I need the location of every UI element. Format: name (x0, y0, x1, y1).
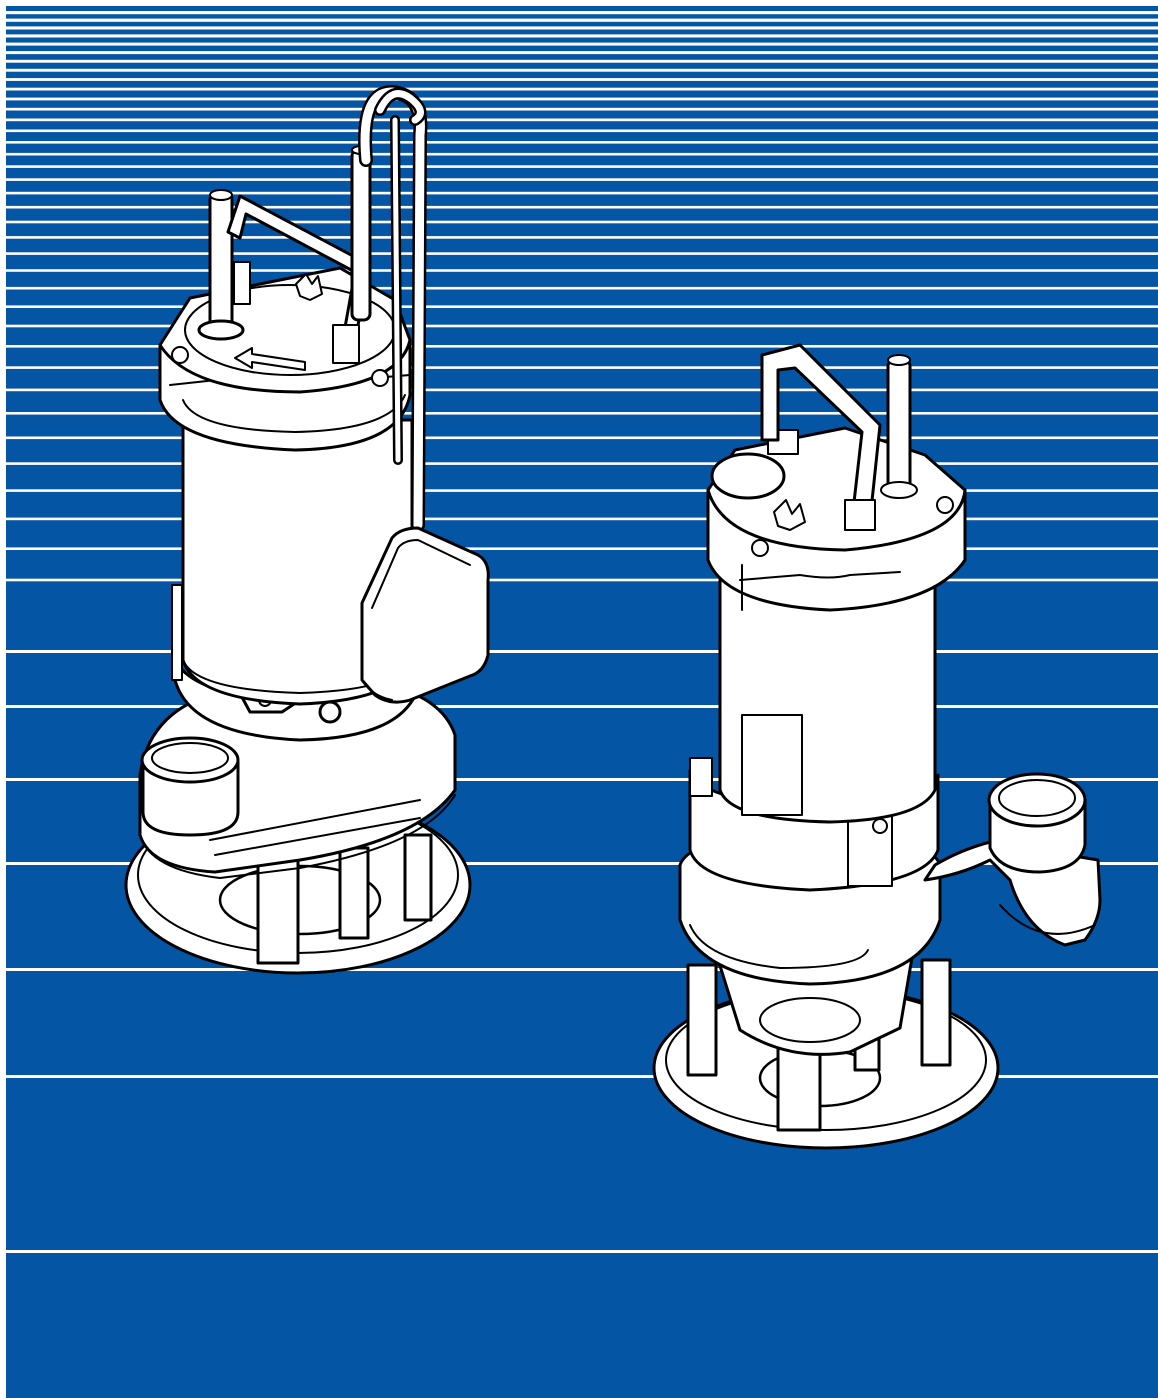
stripe (6, 778, 1158, 781)
stripe (6, 1250, 1158, 1253)
stripe (6, 345, 1158, 348)
stripe (6, 412, 1158, 415)
stripe (6, 388, 1158, 392)
stripe (6, 141, 1158, 144)
stripe (6, 11, 1158, 15)
stripe (6, 165, 1158, 168)
stripe (6, 51, 1158, 55)
stripe (6, 324, 1158, 328)
right-pump-logo-icon (773, 499, 806, 531)
stripe (6, 118, 1158, 122)
stripe (6, 42, 1158, 46)
right-pump-inspection-cover (710, 452, 786, 500)
stripe (6, 366, 1158, 369)
stripe (6, 236, 1158, 239)
stripe (6, 1075, 1158, 1078)
stripe (6, 78, 1158, 81)
left-pump-logo-icon (295, 273, 323, 301)
stripe (6, 205, 1158, 209)
stripe (6, 87, 1158, 91)
stripe (6, 18, 1158, 22)
stripe (6, 178, 1158, 181)
stripe (6, 220, 1158, 224)
blue-background (6, 6, 1158, 1398)
stripe (6, 191, 1158, 195)
stripe (6, 968, 1158, 971)
left-pump-float-switch-icon (360, 526, 490, 704)
left-pump-rotation-arrow-icon (234, 347, 306, 371)
stripe (6, 129, 1158, 133)
stripe (6, 68, 1158, 72)
stripe (6, 26, 1158, 30)
left-pump-icon (124, 85, 490, 975)
stripe (6, 34, 1158, 38)
stripe (6, 517, 1158, 521)
stripe (6, 305, 1158, 308)
stripe (6, 269, 1158, 272)
stripe (6, 97, 1158, 101)
stripe (6, 152, 1158, 156)
right-pump-icon (652, 343, 1102, 1150)
stripe (6, 862, 1158, 865)
stripe (6, 462, 1158, 465)
stripe (6, 705, 1158, 708)
stripe (6, 252, 1158, 255)
stripe (6, 650, 1158, 653)
stripe (6, 578, 1158, 582)
stripe (6, 547, 1158, 550)
stripe (6, 286, 1158, 290)
stripe (6, 107, 1158, 111)
stripe (6, 59, 1158, 63)
horizontal-stripes (6, 11, 1158, 1253)
stripe (6, 436, 1158, 440)
stripe (6, 489, 1158, 492)
